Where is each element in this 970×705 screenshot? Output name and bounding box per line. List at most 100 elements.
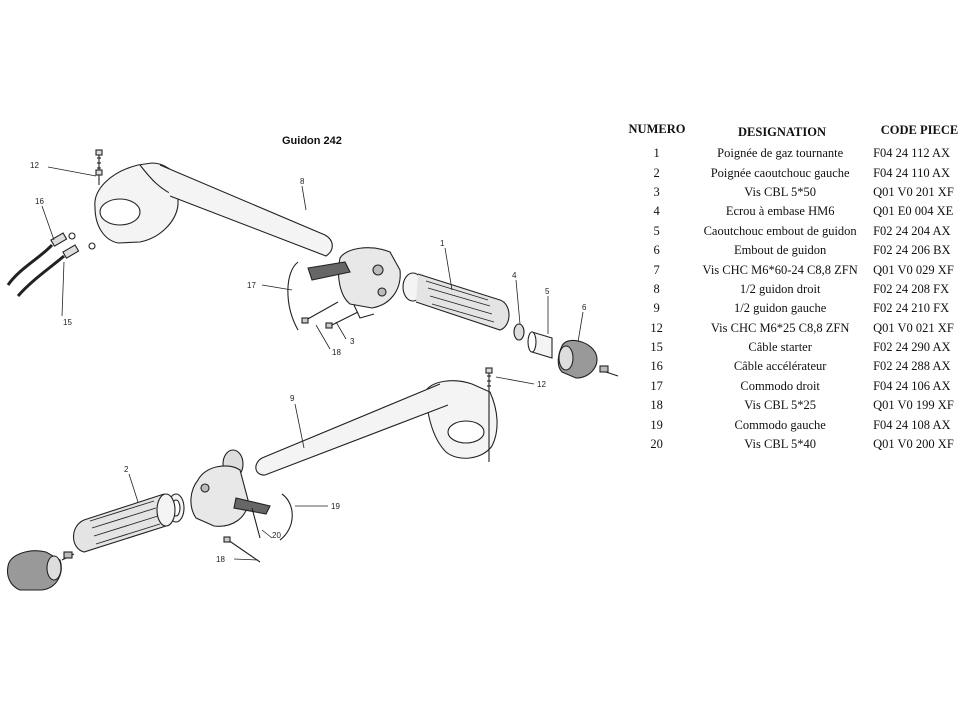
cable-15 <box>16 242 96 297</box>
part-designation: Ecrou à embase HM6 <box>725 204 835 219</box>
part-designation: Vis CHC M6*60-24 C8,8 ZFN <box>702 262 858 277</box>
callout-12-lower: 12 <box>537 380 546 389</box>
screws-3-18 <box>301 301 359 329</box>
callout-5: 5 <box>545 287 550 296</box>
exploded-parts-diagram: 12 16 15 8 17 3 18 1 4 5 6 9 12 2 20 19 … <box>6 149 619 591</box>
header-numero: NUMERO <box>628 122 686 136</box>
right-clamp <box>94 162 179 244</box>
right-handlebar-tube <box>159 164 333 257</box>
part-code: F02 24 288 AX <box>873 359 951 374</box>
table-row: 8 1/2 guidon droit F02 24 208 FX <box>622 280 967 299</box>
table-row: 2 Poignée caoutchouc gauche F04 24 110 AX <box>622 163 967 182</box>
part-designation: 1/2 guidon gauche <box>733 301 827 316</box>
parts-table: NUMERO DESIGNATION CODE PIECE 1 Poignée d… <box>622 122 967 454</box>
part-number: 18 <box>650 398 663 413</box>
bolt-12-upper <box>95 149 103 185</box>
left-bar-end <box>6 550 75 591</box>
cable-16 <box>6 232 76 286</box>
part-number: 16 <box>650 359 663 374</box>
part-designation: Câble starter <box>748 340 812 355</box>
part-number: 2 <box>653 165 660 180</box>
throttle-grip-1 <box>402 272 510 331</box>
part-code: F04 24 108 AX <box>873 417 951 432</box>
part-number: 3 <box>653 184 660 199</box>
table-row: 9 1/2 guidon gauche F02 24 210 FX <box>622 299 967 318</box>
nut-4 <box>513 323 525 341</box>
part-code: F02 24 290 AX <box>873 340 951 355</box>
part-designation: Vis CHC M6*25 C8,8 ZFN <box>710 320 850 335</box>
part-designation: Embout de guidon <box>733 243 827 258</box>
part-code: F04 24 112 AX <box>873 146 951 161</box>
part-number: 17 <box>650 378 663 393</box>
part-designation: Commodo gauche <box>734 417 826 432</box>
part-code: Q01 V0 029 XF <box>873 262 954 277</box>
part-number: 20 <box>650 437 663 452</box>
part-code: Q01 V0 021 XF <box>873 320 954 335</box>
part-code: F02 24 208 FX <box>873 281 950 296</box>
part-designation: Vis CBL 5*50 <box>744 184 816 199</box>
part-number: 1 <box>653 146 660 161</box>
callout-19: 19 <box>331 502 340 511</box>
part-designation: Commodo droit <box>740 378 820 393</box>
part-code: F02 24 204 AX <box>873 223 951 238</box>
part-number: 15 <box>650 340 663 355</box>
part-code: Q01 V0 200 XF <box>873 437 954 452</box>
part-designation: 1/2 guidon droit <box>739 281 821 296</box>
part-number: 6 <box>653 243 660 258</box>
callout-6: 6 <box>582 303 587 312</box>
table-row: 19 Commodo gauche F04 24 108 AX <box>622 415 967 434</box>
right-switch-17 <box>307 247 401 319</box>
part-number: 4 <box>653 204 660 219</box>
part-designation: Poignée caoutchouc gauche <box>710 165 850 180</box>
rubber-5 <box>527 331 553 359</box>
part-code: Q01 E0 004 XE <box>873 204 954 219</box>
bracket-19 <box>279 493 293 541</box>
part-code: F04 24 106 AX <box>873 378 951 393</box>
screw-18-lower <box>223 536 261 563</box>
part-number: 9 <box>653 301 660 316</box>
diagram-title: Guidon 242 <box>282 135 342 147</box>
table-row: 3 Vis CBL 5*50 Q01 V0 201 XF <box>622 183 967 202</box>
callout-8: 8 <box>300 177 305 186</box>
callout-3: 3 <box>350 337 355 346</box>
left-handlebar-tube <box>255 383 449 476</box>
part-number: 8 <box>653 281 660 296</box>
part-designation: Câble accélérateur <box>733 359 827 374</box>
part-code: Q01 V0 199 XF <box>873 398 954 413</box>
parts-table-body: 1 Poignée de gaz tournante F04 24 112 AX 2 P… <box>622 144 967 454</box>
table-row: 16 Câble accélérateur F02 24 288 AX <box>622 357 967 376</box>
callout-12-upper: 12 <box>30 161 39 170</box>
table-row: 17 Commodo droit F04 24 106 AX <box>622 377 967 396</box>
table-row: 5 Caoutchouc embout de guidon F02 24 204 A… <box>622 222 967 241</box>
part-code: F04 24 110 AX <box>873 165 951 180</box>
part-code: F02 24 210 FX <box>873 301 950 316</box>
callout-20: 20 <box>272 531 281 540</box>
part-number: 5 <box>653 223 660 238</box>
bolt-12-lower <box>485 367 493 462</box>
callout-18-lower: 18 <box>216 555 225 564</box>
parts-table-header: NUMERO DESIGNATION CODE PIECE <box>622 122 967 144</box>
part-designation: Caoutchouc embout de guidon <box>703 223 857 238</box>
left-switch-19 <box>190 449 271 527</box>
table-row: 7 Vis CHC M6*60-24 C8,8 ZFN Q01 V0 029 XF <box>622 260 967 279</box>
screw-20 <box>251 507 261 539</box>
bracket-17 <box>287 261 299 331</box>
callout-18-upper: 18 <box>332 348 341 357</box>
part-designation: Vis CBL 5*40 <box>744 437 816 452</box>
part-number: 19 <box>650 417 663 432</box>
table-row: 15 Câble starter F02 24 290 AX <box>622 338 967 357</box>
table-row: 1 Poignée de gaz tournante F04 24 112 AX <box>622 144 967 163</box>
part-number: 7 <box>653 262 660 277</box>
table-row: 18 Vis CBL 5*25 Q01 V0 199 XF <box>622 396 967 415</box>
part-code: Q01 V0 201 XF <box>873 184 954 199</box>
left-grip-2 <box>72 493 176 553</box>
callout-17: 17 <box>247 281 256 290</box>
part-designation: Poignée de gaz tournante <box>717 146 844 161</box>
leader-lines <box>41 166 584 561</box>
part-designation: Vis CBL 5*25 <box>744 398 816 413</box>
callout-9: 9 <box>290 394 295 403</box>
part-number: 12 <box>650 320 663 335</box>
bar-end-6 <box>557 339 619 379</box>
table-row: 4 Ecrou à embase HM6 Q01 E0 004 XE <box>622 202 967 221</box>
